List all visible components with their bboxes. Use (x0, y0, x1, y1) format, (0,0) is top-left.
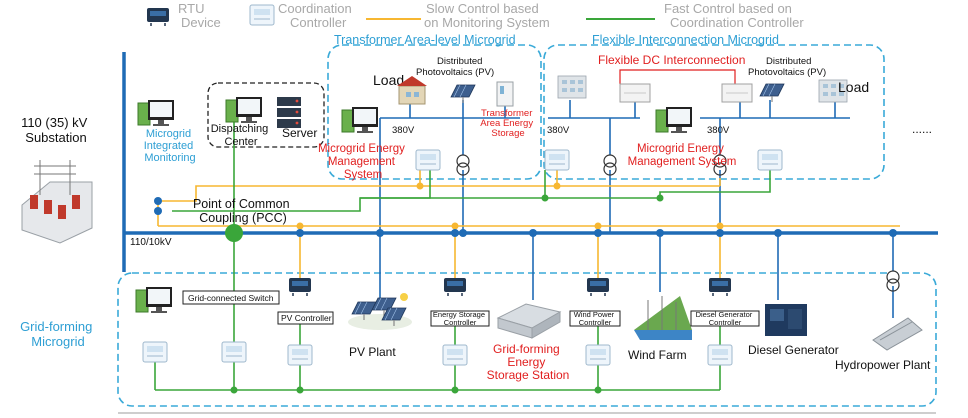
wind-farm-label: Wind Farm (628, 348, 687, 362)
dc-link-line (619, 69, 736, 84)
switch-coord-controller-icon (221, 341, 247, 363)
grid-forming-box (117, 272, 937, 407)
legend-fast-label: Fast Control based on Coordination Contr… (664, 1, 804, 30)
tmg-coord-controller-icon (415, 149, 441, 171)
wind-controller-box (569, 310, 621, 327)
rtu-device-icon (146, 7, 170, 27)
tmg-pv-label: Distributed Photovoltaics (PV) (416, 56, 494, 78)
dispatch-label: Dispatching Center (211, 123, 272, 148)
tmg-pv-icon (450, 84, 476, 104)
legend-coord-label: Coordination Controller (278, 1, 355, 30)
diesel-rtu-icon (708, 277, 732, 297)
legend-slow-label: Slow Control based on Monitoring System (424, 1, 550, 30)
fast-control-junctions (230, 194, 664, 394)
grid-forming-title: Grid-forming Microgrid (20, 319, 96, 349)
pv-controller-label: PV Controller (281, 313, 332, 323)
tmg-load-label: Load (373, 72, 404, 88)
flexible-mg-box (543, 44, 885, 180)
bus-voltage-label: 110/10kV (130, 237, 172, 248)
bus-junctions (154, 197, 897, 237)
pv-plant-label: PV Plant (349, 345, 396, 359)
server-label: Server (282, 126, 317, 140)
pcc-node (225, 224, 243, 242)
pv-coord-controller-icon (287, 344, 313, 366)
es-controller-label: Energy Storage Controller (433, 310, 487, 327)
more-ellipsis: ...... (912, 122, 932, 136)
fmg-380v-b: 380V (707, 125, 730, 136)
flexible-dc-label: Flexible DC Interconnection (598, 53, 745, 67)
fmg-pv-label: Distributed Photovoltaics (PV) (748, 56, 826, 78)
coordination-controller-icon (249, 4, 275, 26)
bus-drops (379, 233, 779, 300)
pv-rtu-icon (288, 277, 312, 297)
pv-controller-box (277, 311, 334, 325)
legend-rtu-label: RTU Device (178, 1, 221, 30)
diesel-controller-box (690, 310, 760, 327)
tmg-mems-label: Microgrid Energy Management System (318, 143, 408, 181)
fmg-380v-a: 380V (547, 125, 570, 136)
server-icon (277, 97, 301, 128)
substation-label: 110 (35) kV Substation (21, 115, 91, 145)
diesel-controller-label: Diesel Generator Controller (696, 310, 755, 327)
es-controller-box (430, 310, 490, 327)
transformer-mg-box (327, 44, 542, 180)
transformer-mg-title: Transformer Area-level Microgrid (334, 33, 516, 47)
legend: RTU Device Coordination Controller Slow … (146, 1, 804, 30)
tmg-mems-computer-icon (341, 106, 379, 134)
wind-coord-controller-icon (585, 344, 611, 366)
diesel-generator-label: Diesel Generator (748, 343, 839, 357)
fmg-industrial-load-icon (557, 75, 587, 99)
es-coord-controller-icon (442, 344, 468, 366)
es-station-icon (496, 303, 562, 339)
diesel-coord-controller-icon (707, 344, 733, 366)
pv-plant-icon (348, 293, 412, 330)
grid-switch-box (182, 290, 280, 305)
fmg-coord-controller-b-icon (757, 149, 783, 171)
dispatch-computer-icon (225, 96, 263, 124)
fmg-converter-a-icon (619, 83, 651, 103)
gfm-computer-icon (135, 286, 173, 314)
slow-control-junctions (296, 182, 724, 230)
fmg-coord-controller-a-icon (544, 149, 570, 171)
fmg-load-label: Load (838, 79, 869, 95)
wind-controller-label: Wind Power Controller (574, 310, 617, 327)
substation-icon (21, 160, 93, 244)
fmg-pv-icon (759, 83, 785, 103)
diesel-generator-icon (765, 304, 807, 336)
fmg-mems-label: Microgrid Energy Management System (628, 143, 737, 168)
wind-farm-icon (634, 296, 692, 340)
gfm-coord-controller-icon (142, 341, 168, 363)
monitoring-label: Microgrid Integrated Monitoring (144, 128, 197, 164)
hydropower-plant-icon (872, 317, 923, 351)
es-station-label: Grid-forming Energy Storage Station (487, 342, 570, 382)
grid-switch-label: Grid-connected Switch (188, 293, 274, 303)
hydropower-plant-label: Hydropower Plant (835, 358, 931, 372)
fmg-converter-b-icon (721, 83, 753, 103)
wind-rtu-icon (586, 277, 610, 297)
slow-control-lines (157, 170, 900, 282)
tmg-load-icon (397, 76, 427, 105)
pcc-label: Point of Common Coupling (PCC) (193, 197, 293, 225)
monitoring-computer-icon (137, 99, 175, 127)
tmg-storage-label: Transformer Area Energy Storage (480, 108, 535, 139)
dispatch-box (207, 82, 325, 148)
tmg-380v: 380V (392, 125, 415, 136)
es-rtu-icon (443, 277, 467, 297)
flexible-mg-title: Flexible Interconnection Microgrid (592, 33, 779, 47)
tmg-storage-icon (496, 81, 514, 107)
fmg-mems-computer-icon (655, 106, 693, 134)
